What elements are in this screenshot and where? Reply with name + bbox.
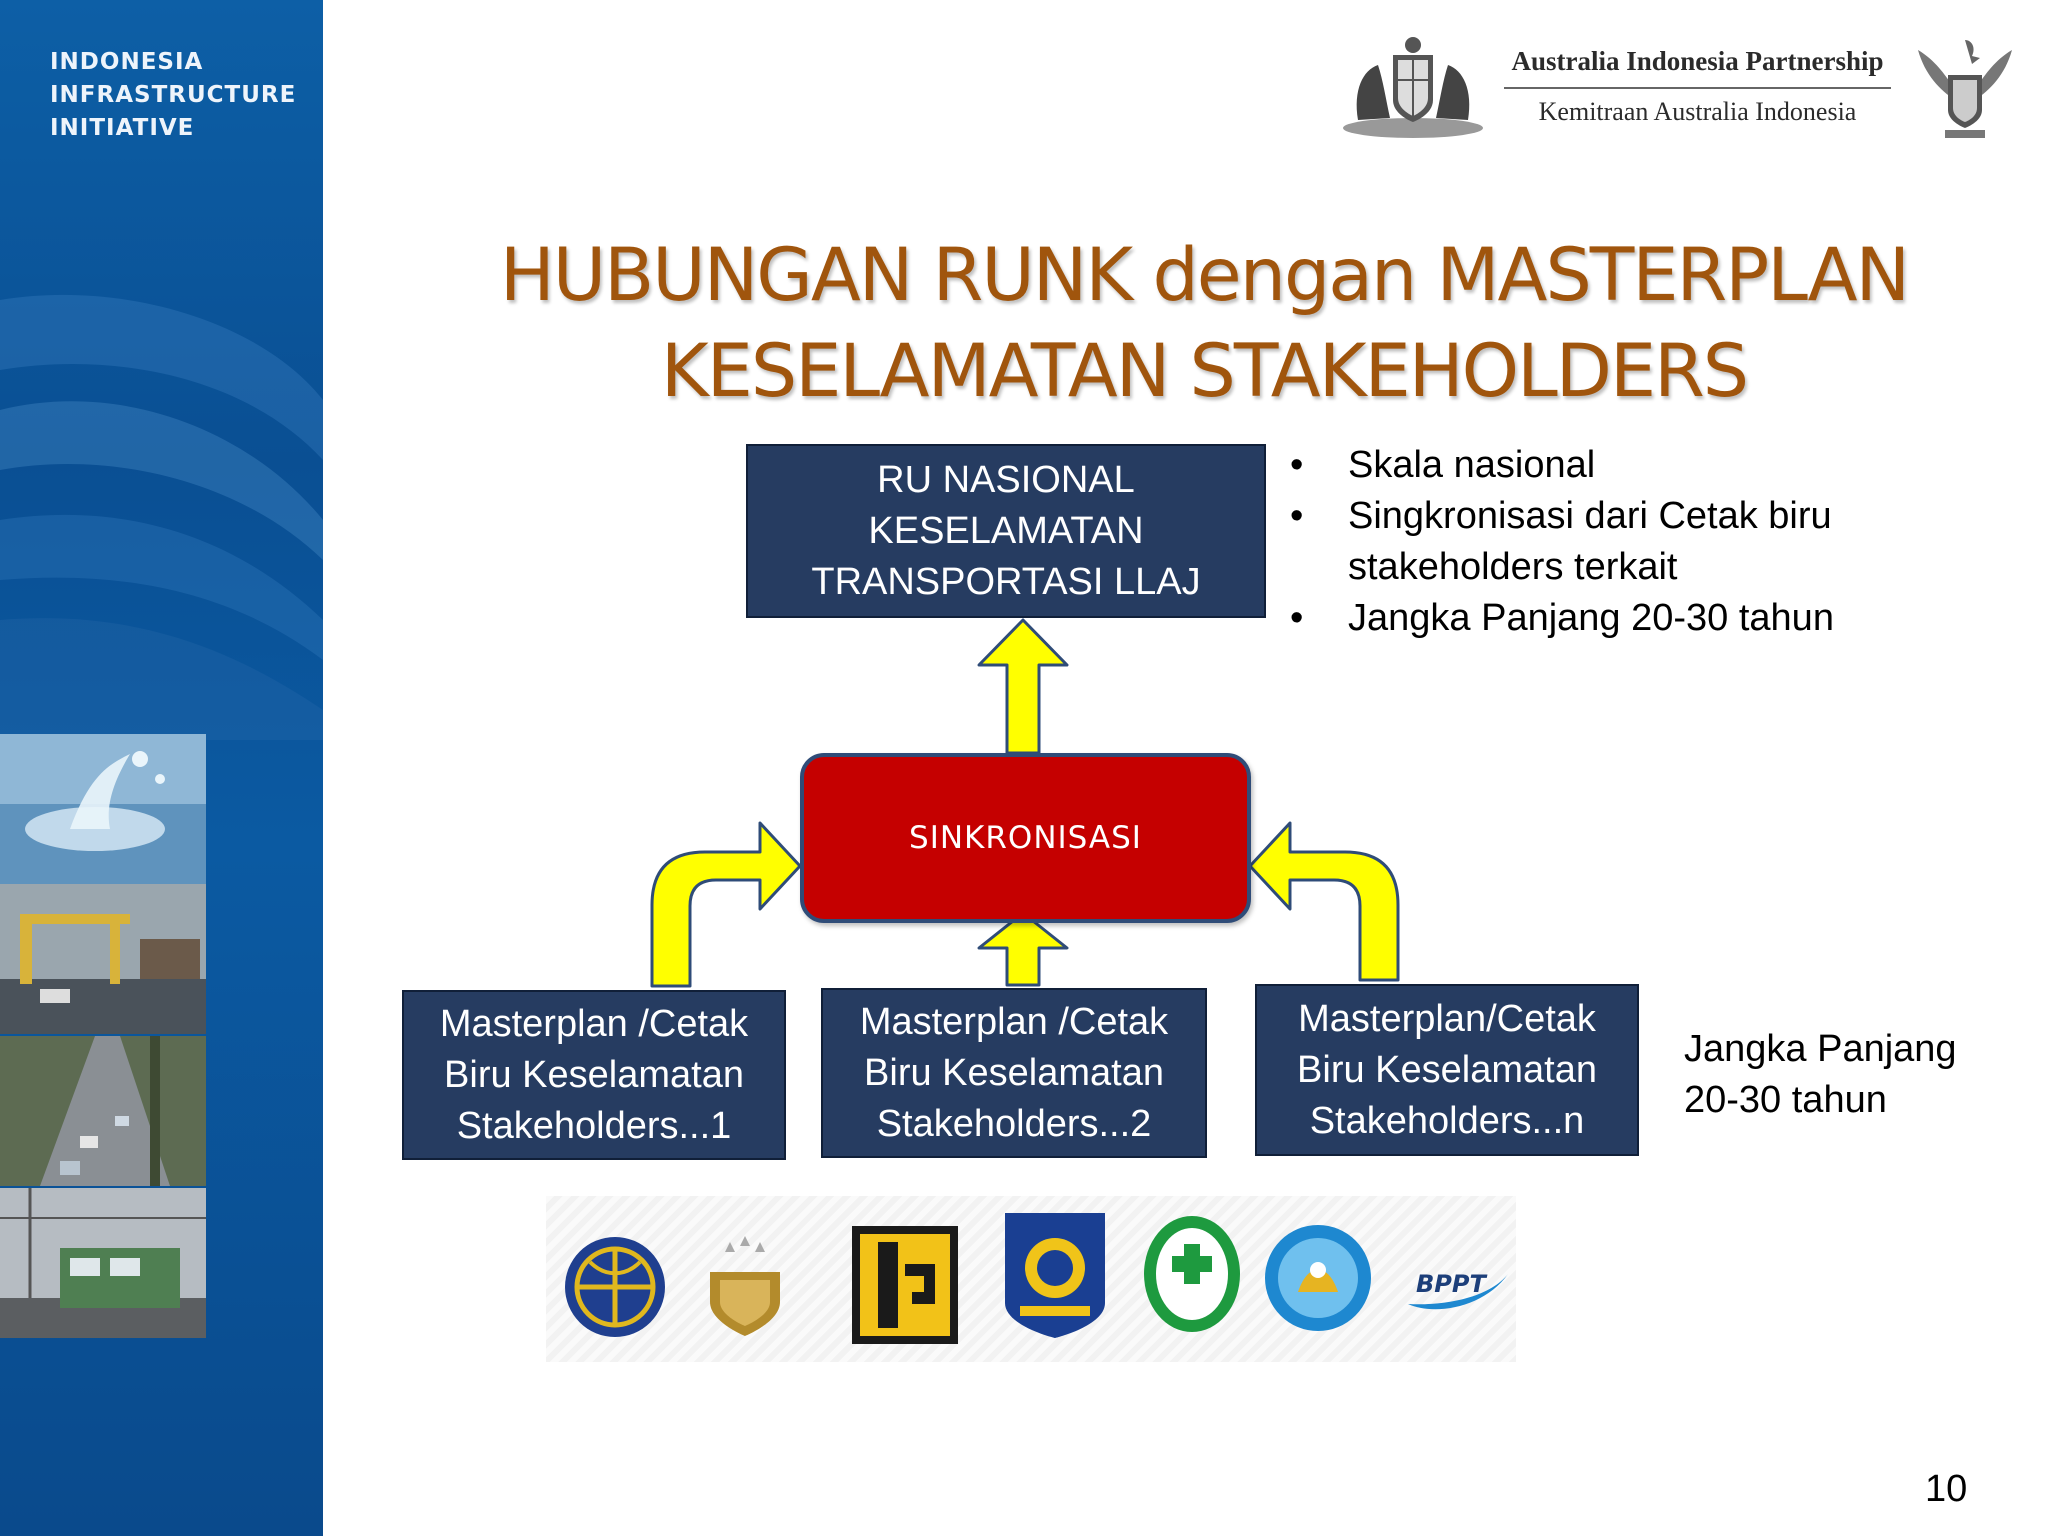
pu-logo-icon: [852, 1226, 958, 1344]
long-term-note: Jangka Panjang 20-30 tahun: [1684, 1024, 1957, 1126]
bullet-text: Singkronisasi dari Cetak biru: [1348, 495, 1832, 537]
bullet-item: • Jangka Panjang 20-30 tahun: [1288, 593, 1834, 644]
stakeholder-box-n: Masterplan/Cetak Biru Keselamatan Stakeh…: [1255, 984, 1639, 1156]
box-text-line: Stakeholders...2: [876, 1102, 1152, 1145]
slide-title: HUBUNGAN RUNK dengan MASTERPLAN KESELAMA…: [340, 228, 2048, 420]
polri-logo-icon: [710, 1236, 780, 1336]
partnership-wordmark: Australia Indonesia Partnership Kemitraa…: [1500, 46, 1895, 127]
partnership-divider: [1504, 87, 1891, 89]
bent-arrow-from-stakeholder-n: [1248, 821, 1400, 982]
box-text-line: Biru Keselamatan: [1297, 1048, 1597, 1091]
bullet-text: Jangka Panjang 20-30 tahun: [1348, 597, 1834, 639]
stakeholder-box-2: Masterplan /Cetak Biru Keselamatan Stake…: [821, 988, 1207, 1158]
box-text-line: RU NASIONAL: [877, 458, 1135, 501]
bakti-husada-logo-icon: [1144, 1216, 1240, 1332]
sidebar-swirl-graphic: [0, 294, 323, 740]
box-text-line: KESELAMATAN: [868, 509, 1144, 552]
initiative-title-line: INDONESIA: [50, 49, 204, 75]
bullet-marker: •: [1290, 495, 1304, 537]
bent-arrow-from-stakeholder-1: [650, 821, 802, 988]
initiative-title-line: INFRASTRUCTURE: [50, 82, 297, 108]
bullet-marker: •: [1290, 444, 1304, 486]
box-text-line: Biru Keselamatan: [864, 1051, 1164, 1094]
box-text-line: Masterplan /Cetak: [439, 1002, 749, 1045]
box-text-line: Biru Keselamatan: [444, 1053, 744, 1096]
australia-coat-of-arms-icon: [1343, 37, 1483, 138]
dalam-negeri-logo-icon: [1005, 1213, 1105, 1338]
initiative-title-line: INITIATIVE: [50, 115, 195, 141]
box-text-line: Masterplan /Cetak: [859, 1000, 1169, 1043]
sinkronisasi-box: SINKRONISASI: [800, 753, 1251, 923]
bullet-text: stakeholders terkait: [1348, 546, 1678, 588]
bullet-text: Skala nasional: [1348, 444, 1596, 486]
note-line: Jangka Panjang: [1684, 1028, 1957, 1070]
bullet-item: • Skala nasional: [1288, 440, 1834, 491]
sidebar-panel: INDONESIA INFRASTRUCTURE INITIATIVE: [0, 0, 323, 1536]
slide-title-line-1: HUBUNGAN RUNK dengan MASTERPLAN: [499, 233, 1910, 318]
initiative-title: INDONESIA INFRASTRUCTURE INITIATIVE: [50, 46, 296, 145]
note-line: 20-30 tahun: [1684, 1079, 1887, 1121]
sinkronisasi-label: SINKRONISASI: [909, 820, 1142, 856]
garuda-pancasila-icon: [1918, 40, 2012, 138]
box-text-line: Masterplan/Cetak: [1298, 997, 1596, 1040]
box-text-line: TRANSPORTASI LLAJ: [811, 560, 1201, 603]
bullet-list: • Skala nasional • Singkronisasi dari Ce…: [1288, 440, 1834, 644]
train-photo: [0, 1188, 206, 1338]
pendidikan-logo-icon: [1265, 1225, 1371, 1331]
port-photo: [0, 884, 206, 1034]
bullet-item: • Singkronisasi dari Cetak biru stakehol…: [1288, 491, 1834, 593]
up-arrow-to-top-box: [977, 618, 1069, 755]
traffic-photo: [0, 1036, 206, 1186]
bppt-logo-icon: BPPT: [1408, 1270, 1508, 1310]
partnership-english-text: Australia Indonesia Partnership: [1511, 46, 1884, 76]
partnership-indonesian-text: Kemitraan Australia Indonesia: [1538, 97, 1857, 126]
ru-nasional-box: RU NASIONAL KESELAMATAN TRANSPORTASI LLA…: [746, 444, 1266, 618]
slide-title-line-2: KESELAMATAN STAKEHOLDERS: [660, 329, 1749, 414]
bppt-logo-text: BPPT: [1416, 1270, 1487, 1298]
page-number: 10: [1925, 1468, 1968, 1510]
up-arrow-from-stakeholder-2: [977, 911, 1069, 987]
stakeholder-box-1: Masterplan /Cetak Biru Keselamatan Stake…: [402, 990, 786, 1160]
box-text-line: Stakeholders...1: [456, 1104, 732, 1147]
perhubungan-logo-icon: [565, 1237, 665, 1337]
bullet-marker: •: [1290, 597, 1304, 639]
water-photo: [0, 734, 206, 884]
box-text-line: Stakeholders...n: [1309, 1099, 1585, 1142]
